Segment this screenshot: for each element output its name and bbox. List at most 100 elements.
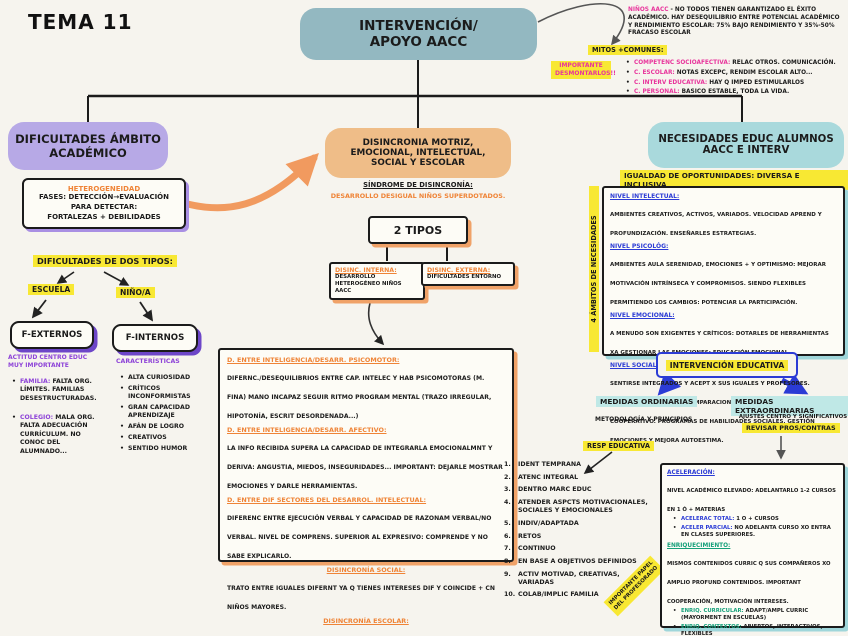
ordinary-measure-item: CONTINUO	[504, 545, 556, 553]
characteristic-item: GRAN CAPACIDAD APRENDIZAJE	[120, 404, 212, 420]
heterogeneity-title: HETEROGENEIDAD	[67, 185, 141, 193]
myth-item: C. PERSONAL: BASICO ESTABLE, TODA LA VID…	[626, 89, 841, 97]
external-factor-text: MALA ORG. FALTA ADECUACIÓN CURRÍCULUM. N…	[20, 414, 95, 455]
acceleration-item-label: ACELERAC TOTAL:	[681, 516, 735, 522]
pros-cons-warning: REVISAR PROS/CONTRAS	[742, 423, 840, 433]
extraordinary-measures-subtitle: AJUSTES CENTRO Y SIGNIFICATIVOS	[738, 414, 848, 420]
myth-item-text: HAY Q IMPED ESTIMULARLOS	[709, 79, 805, 86]
detail-section-social: DISINCRONÍA SOCIAL: TRATO ENTRE IGUALES …	[227, 566, 505, 613]
extraordinary-measures-box: ACELERACIÓN: NIVEL ACADÉMICO ELEVADO: AD…	[660, 463, 845, 636]
myth-item-label: C. INTERV EDUCATIVA:	[634, 79, 708, 86]
ordinary-measure-item: COLAB/IMPLIC FAMILIA	[504, 591, 599, 599]
need-text: SENTIRSE INTEGRADOS Y ACEPT X SUS IGUALE…	[610, 381, 815, 444]
myths-common-label: MITOS +COMUNES:	[588, 45, 668, 55]
need-title: NIVEL SOCIAL:	[610, 362, 659, 369]
right-branch-label: NECESIDADES EDUC ALUMNOS AACC E INTERV	[658, 134, 834, 156]
myth-item-text: NOTAS EXCEPC, RENDIM ESCOLAR ALTO...	[676, 69, 813, 76]
left-branch-label: DIFICULTADES ÁMBITO ACADÉMICO	[15, 132, 161, 160]
acceleration-item-text: NO ADELANTA CURSO XO ENTRA EN CLASES SUP…	[681, 524, 831, 538]
detail-section-text: TRATO ENTRE IGUALES DIFERNT YA Q TIENES …	[227, 585, 495, 611]
heterogeneity-box: HETEROGENEIDAD FASES: DETECCIÓN→EVALUACI…	[22, 178, 186, 230]
enrichment-item-text: ADAPT/AMPL CURRIC (MAYORMENT EN ESCUELAS…	[681, 607, 809, 621]
external-factor-text: FALTA ORG. LÍMITES. FAMILIAS DESESTRUCTU…	[20, 378, 97, 402]
acceleration-title: ACELERACIÓN:	[667, 470, 715, 476]
needs-box: NIVEL INTELECTUAL: AMBIENTES CREATIVOS, …	[602, 186, 845, 444]
dysynchrony-internal-text: DESARROLLO HETEROGÉNEO NIÑOS AACC	[335, 274, 402, 295]
need-text: AMBIENTES AULA SERENIDAD, EMOCIONES + Y …	[610, 262, 826, 306]
internal-factors-list: ALTA CURIOSIDAD CRÍTICOS INCONFORMISTAS …	[120, 374, 212, 456]
syndrome-label: SÍNDROME DE DISINCRONÍA:	[363, 181, 473, 189]
enrichment-item-label: ENRIQ. CONTEXTOS:	[681, 623, 742, 630]
need-title: NIVEL INTELECTUAL:	[610, 193, 680, 200]
left-branch-node: DIFICULTADES ÁMBITO ACADÉMICO	[8, 122, 168, 170]
characteristic-item: ALTA CURIOSIDAD	[120, 374, 212, 382]
extraordinary-measures-label: MEDIDAS EXTRAORDINARIAS	[731, 396, 848, 416]
detail-section-title: D. ENTRE INTELIGENCIA/DESARR. AFECTIVO:	[227, 426, 387, 434]
dysynchrony-external-title: DISINC. EXTERNA:	[427, 267, 491, 274]
enrichment-item-text: ABIERTOS, INTERACTIVOS, FLEXIBLES	[681, 623, 823, 636]
myths-intro-label: NIÑOS AACC	[628, 7, 669, 13]
myths-important-note: IMPORTANTE DESMONTARLOS!!	[551, 61, 616, 79]
external-factor-label: FAMILIA:	[20, 378, 51, 385]
external-factors-list: FAMILIA: FALTA ORG. LÍMITES. FAMILIAS DE…	[12, 378, 106, 458]
external-factors-title: F-EXTERNOS	[21, 330, 83, 340]
syndrome-text: DESARROLLO DESIGUAL NIÑOS SUPERDOTADOS.	[330, 192, 506, 200]
acceleration-item-text: 1 O + CURSOS	[736, 516, 779, 522]
external-factor-label: COLEGIO:	[20, 414, 54, 422]
characteristic-item: CRÍTICOS INCONFORMISTAS	[120, 385, 212, 401]
enrichment-section: ENRIQUECIMIENTO: MISMOS CONTENIDOS CURRI…	[667, 543, 838, 636]
ordinary-measure-item: RETOS	[504, 532, 542, 541]
escuela-label: ESCUELA	[28, 284, 75, 295]
enrichment-item: ENRIQ. CURRICULAR: ADAPT/AMPL CURRIC (MA…	[673, 608, 838, 622]
internal-factors-title: F-INTERNOS	[125, 333, 185, 343]
ordinary-measure-item: EN BASE A OBJETIVOS DEFINIDOS	[504, 557, 637, 566]
equality-label: IGUALDAD DE OPORTUNIDADES: DIVERSA E INC…	[620, 170, 848, 190]
detail-section-intelectual: D. ENTRE DIF SECTORES DEL DESARROL. INTE…	[227, 496, 505, 562]
myth-item: C. ESCOLAR: NOTAS EXCEPC, RENDIM ESCOLAR…	[626, 70, 841, 78]
detail-section-escolar: DISINCRONÍA ESCOLAR: ENTORNO EDUC NO ACO…	[227, 617, 505, 636]
ordinary-measure-item: IDENT TEMPRANA	[504, 461, 581, 469]
root-node-label: INTERVENCIÓN/ APOYO AACC	[359, 18, 478, 50]
dysynchrony-internal-title: DISINC. INTERNA:	[335, 267, 397, 274]
acceleration-text: NIVEL ACADÉMICO ELEVADO: ADELANTARLO 1-2…	[667, 488, 836, 513]
resp-educativa-label: RESP EDUCATIVA	[583, 441, 654, 451]
detail-section-title: DISINCRONÍA ESCOLAR:	[323, 617, 409, 625]
educational-intervention-box: INTERVENCIÓN EDUCATIVA	[656, 352, 798, 378]
nino-label: NIÑO/A	[116, 287, 155, 298]
characteristic-item: AFÁN DE LOGRO	[120, 423, 212, 431]
ordinary-measure-item: ACTIV MOTIVAD, CREATIVAS, VARIADAS	[504, 570, 620, 586]
detail-section-text: LA INFO RECIBIDA SUPERA LA CAPACIDAD DE …	[227, 445, 503, 490]
characteristic-item: CREATIVOS	[120, 434, 212, 442]
detail-section-text: DIFERNC./DESEQUILIBRIOS ENTRE CAP. INTEL…	[227, 375, 492, 420]
myth-item: C. INTERV EDUCATIVA: HAY Q IMPED ESTIMUL…	[626, 80, 841, 88]
ordinary-measures-label: MEDIDAS ORDINARIAS	[596, 396, 698, 407]
ordinary-measure-item: DENTRO MARC EDUC	[504, 486, 592, 494]
ordinary-measure-item: ATENDER ASPCTS MOTIVACIONALES, SOCIALES …	[504, 499, 648, 515]
center-branch-node: DISINCRONIA MOTRIZ, EMOCIONAL, INTELECTU…	[325, 128, 511, 178]
detail-section-text: DIFERENC ENTRE EJECUCIÓN VERBAL Y CAPACI…	[227, 515, 492, 560]
need-intelectual: NIVEL INTELECTUAL: AMBIENTES CREATIVOS, …	[610, 193, 837, 239]
dysynchrony-external-text: DIFICULTADES ENTORNO	[427, 274, 502, 280]
external-factor-item: COLEGIO: MALA ORG. FALTA ADECUACIÓN CURR…	[12, 414, 106, 456]
myth-item-text: RELAC OTROS. COMUNICACIÓN.	[732, 60, 836, 66]
dysynchrony-detail-box: D. ENTRE INTELIGENCIA/DESARR. PSICOMOTOR…	[218, 348, 514, 625]
need-text: AMBIENTES CREATIVOS, ACTIVOS, VARIADOS. …	[610, 212, 822, 237]
enrichment-title: ENRIQUECIMIENTO:	[667, 542, 731, 549]
need-psicologico: NIVEL PSICOLÓG: AMBIENTES AULA SERENIDAD…	[610, 243, 837, 308]
needs-side-label: 4 ÁMBITOS DE NECESIDADES	[589, 186, 599, 352]
dysynchrony-internal-box: DISINC. INTERNA: DESARROLLO HETEROGÉNEO …	[329, 262, 425, 301]
page-title: TEMA 11	[28, 10, 133, 34]
educational-intervention-title: INTERVENCIÓN EDUCATIVA	[665, 359, 789, 371]
center-branch-label: DISINCRONIA MOTRIZ, EMOCIONAL, INTELECTU…	[350, 138, 486, 168]
myths-intro-text: - NO TODOS TIENEN GARANTIZADO EL ÉXITO A…	[628, 7, 840, 37]
internal-factors-box: F-INTERNOS	[112, 324, 198, 352]
characteristic-item: SENTIDO HUMOR	[120, 445, 212, 453]
ordinary-measures-subtitle: METODOLOGÍA Y PRINCIPIOS	[595, 416, 693, 423]
myth-item-label: COMPETENC SOCIOAFECTIVA:	[634, 60, 731, 66]
detail-section-afectivo: D. ENTRE INTELIGENCIA/DESARR. AFECTIVO: …	[227, 426, 505, 492]
detail-section-title: DISINCRONÍA SOCIAL:	[326, 566, 406, 574]
dysynchrony-external-box: DISINC. EXTERNA: DIFICULTADES ENTORNO	[421, 262, 515, 287]
enrichment-item: ENRIQ. CONTEXTOS: ABIERTOS, INTERACTIVOS…	[673, 624, 838, 636]
myth-item-label: C. PERSONAL:	[634, 89, 680, 96]
